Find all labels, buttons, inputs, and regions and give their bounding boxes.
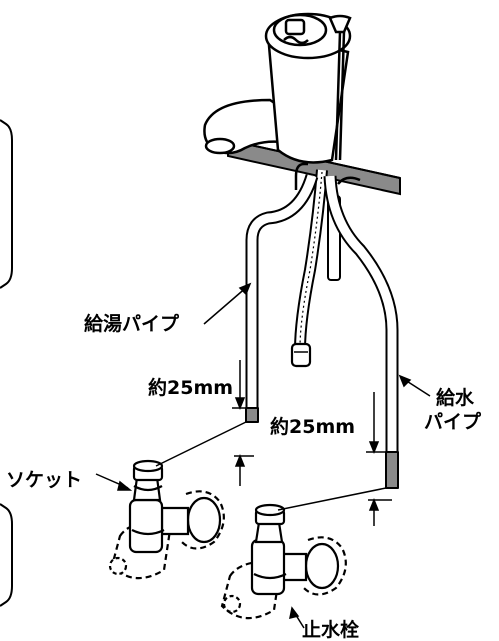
socket-label: ソケット — [6, 469, 82, 491]
left-dimension-label: 約25mm — [148, 376, 233, 399]
dimension-lines — [155, 360, 392, 526]
cold-water-pipe — [323, 175, 399, 489]
right-stop-valve — [220, 503, 347, 620]
stop-valve-label: 止水栓 — [302, 618, 359, 641]
hot-water-pipe — [245, 173, 319, 423]
right-dimension-label: 約25mm — [270, 415, 355, 438]
flexible-hose — [290, 169, 328, 368]
cold-pipe-label-line2: パイプ — [424, 410, 482, 433]
hot-pipe-label: 給湯パイプ — [84, 312, 180, 335]
faucet — [203, 12, 361, 190]
left-frame-tabs — [0, 119, 13, 607]
cold-pipe-label-line1: 給水 — [436, 386, 475, 409]
left-stop-valve — [108, 459, 225, 580]
leader-lines — [95, 282, 431, 629]
